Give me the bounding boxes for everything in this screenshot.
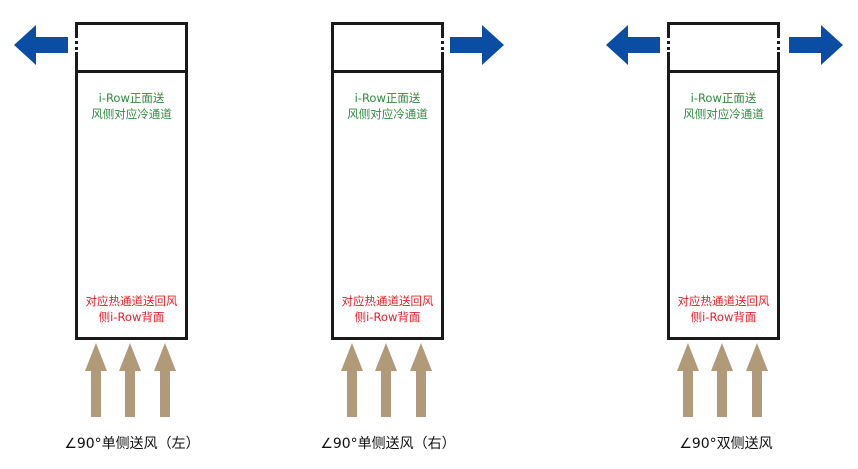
- hot-aisle-label-line2: 侧i-Row背面: [690, 310, 757, 324]
- irow-cabinet: i-Row正面送 风侧对应冷通道 对应热通道送回风 侧i-Row背面: [331, 22, 445, 340]
- exhaust-arrow-right-icon: [789, 25, 843, 65]
- cold-aisle-label: i-Row正面送 风侧对应冷通道: [78, 90, 185, 122]
- intake-arrows-icon: [677, 343, 768, 417]
- cold-aisle-label-line1: i-Row正面送: [354, 91, 421, 105]
- intake-arrows-icon: [85, 343, 176, 417]
- unit-left-exhaust: i-Row正面送 风侧对应冷通道 对应热通道送回风 侧i-Row背面 ∠90°单…: [12, 0, 252, 469]
- unit-caption: ∠90°单侧送风（左）: [64, 436, 200, 452]
- hot-aisle-label-line1: 对应热通道送回风: [677, 294, 770, 308]
- hot-aisle-label-line2: 侧i-Row背面: [354, 310, 421, 324]
- cold-aisle-label: i-Row正面送 风侧对应冷通道: [670, 90, 777, 122]
- hot-aisle-label-line1: 对应热通道送回风: [85, 294, 178, 308]
- exhaust-arrow-left-icon: [14, 25, 68, 65]
- cold-aisle-label-line2: 风侧对应冷通道: [91, 107, 172, 121]
- unit-dual-exhaust: i-Row正面送 风侧对应冷通道 对应热通道送回风 侧i-Row背面 ∠90°双…: [606, 0, 846, 469]
- cabinet-divider: [670, 70, 777, 73]
- unit-caption: ∠90°双侧送风: [679, 436, 773, 452]
- outlet-gap-right: [440, 38, 445, 52]
- outlet-gap-left: [74, 38, 79, 52]
- cold-aisle-label: i-Row正面送 风侧对应冷通道: [334, 90, 441, 122]
- hot-aisle-label: 对应热通道送回风 侧i-Row背面: [334, 293, 441, 325]
- cold-aisle-label-line2: 风侧对应冷通道: [347, 107, 428, 121]
- hot-aisle-label-line1: 对应热通道送回风: [341, 294, 434, 308]
- exhaust-arrow-right-icon: [450, 25, 504, 65]
- cold-aisle-label-line1: i-Row正面送: [98, 91, 165, 105]
- intake-arrows-icon: [341, 343, 432, 417]
- unit-caption: ∠90°单侧送风（右）: [320, 436, 456, 452]
- cabinet-divider: [334, 70, 441, 73]
- exhaust-arrow-left-icon: [606, 25, 660, 65]
- hot-aisle-label: 对应热通道送回风 侧i-Row背面: [670, 293, 777, 325]
- hot-aisle-label-line2: 侧i-Row背面: [98, 310, 165, 324]
- outlet-gap-right: [776, 38, 781, 52]
- irow-cabinet: i-Row正面送 风侧对应冷通道 对应热通道送回风 侧i-Row背面: [666, 22, 781, 340]
- unit-right-exhaust: i-Row正面送 风侧对应冷通道 对应热通道送回风 侧i-Row背面 ∠90°单…: [320, 0, 566, 469]
- irow-cabinet: i-Row正面送 风侧对应冷通道 对应热通道送回风 侧i-Row背面: [74, 22, 188, 340]
- cold-aisle-label-line1: i-Row正面送: [690, 91, 757, 105]
- outlet-gap-left: [666, 38, 671, 52]
- cold-aisle-label-line2: 风侧对应冷通道: [683, 107, 764, 121]
- hot-aisle-label: 对应热通道送回风 侧i-Row背面: [78, 293, 185, 325]
- cabinet-divider: [78, 70, 185, 73]
